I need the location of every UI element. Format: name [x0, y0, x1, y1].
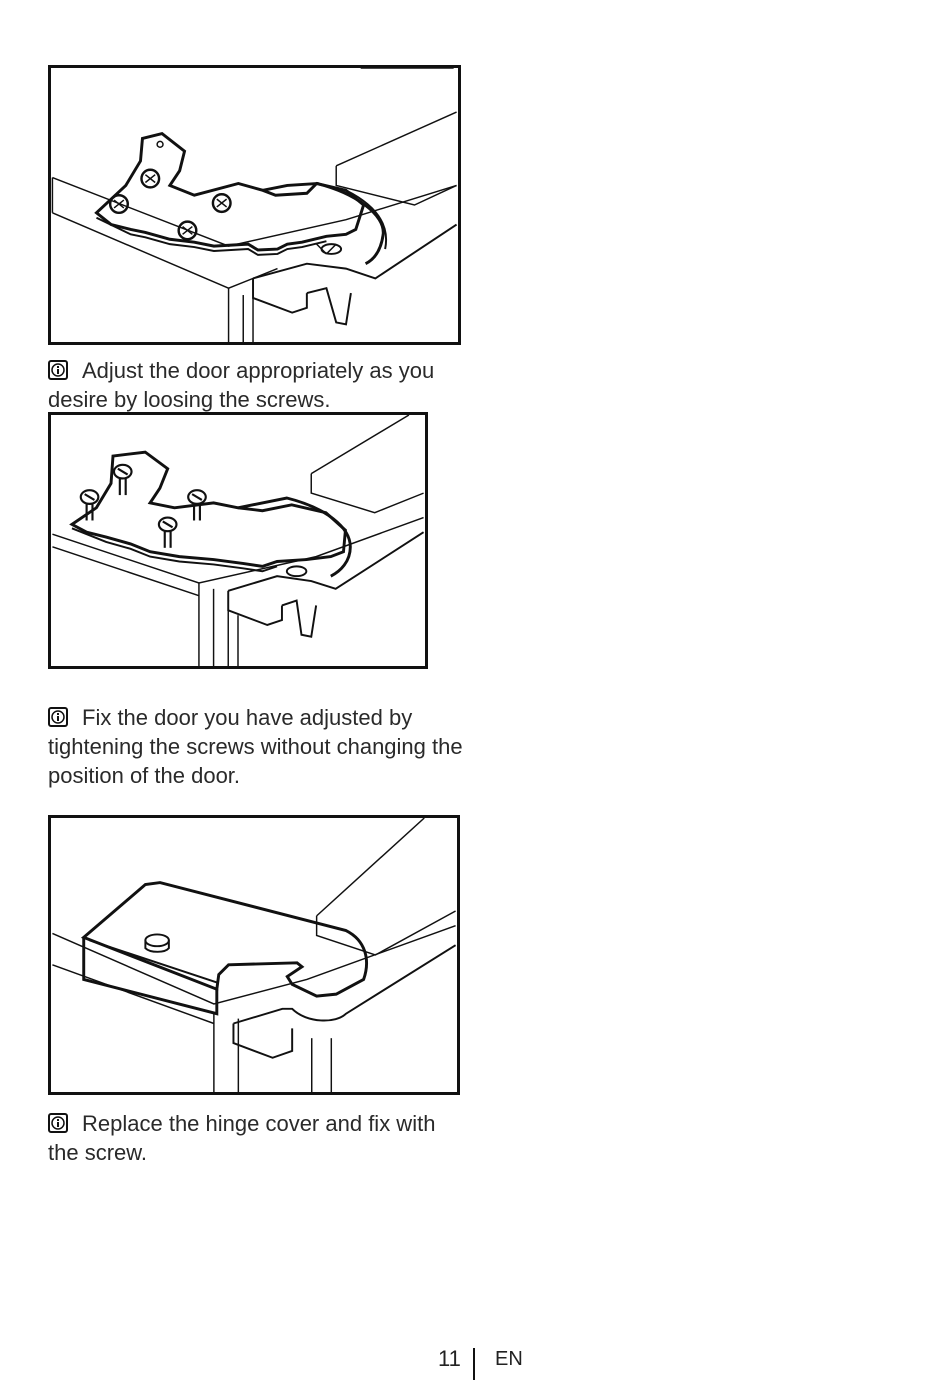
figure-hinge-screws-removed: [48, 412, 428, 669]
step-text: Adjust the door appropriately as you des…: [48, 358, 435, 412]
step-note-3: Replace the hinge cover and fix with the…: [48, 1109, 468, 1167]
step-text: Fix the door you have adjusted by tighte…: [48, 705, 463, 788]
figure-hinge-screws-loosened: [48, 65, 461, 345]
page-number: 11: [438, 1346, 461, 1371]
info-icon: [48, 360, 68, 380]
language-code: EN: [495, 1348, 523, 1370]
page-footer: 11 EN: [0, 1344, 950, 1384]
info-icon: [48, 1113, 68, 1133]
footer-divider: [473, 1348, 475, 1380]
step-text: Replace the hinge cover and fix with the…: [48, 1111, 436, 1165]
figure-hinge-cover: [48, 815, 460, 1095]
step-note-1: Adjust the door appropriately as you des…: [48, 356, 468, 414]
step-note-2: Fix the door you have adjusted by tighte…: [48, 703, 468, 790]
info-icon: [48, 707, 68, 727]
